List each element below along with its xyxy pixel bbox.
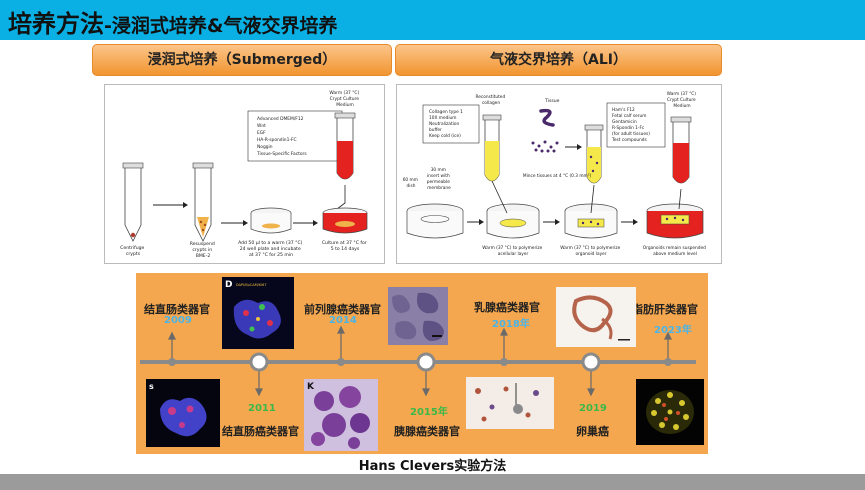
ali-tube-label: Warm (37 °C) Crypt Culture Medium [667,91,698,109]
svg-text:D: D [225,280,232,290]
media-item: EGF [257,130,266,136]
timeline-panel: 结直肠类器官 2009 前列腺癌类器官 2014 乳腺癌类器官 2018年 脂肪… [136,273,708,454]
culture-dish [322,207,368,234]
bottom-year-2015: 2015年 [410,407,448,418]
ali-step1: Warm (37 °C) to polymerize acellular lay… [482,245,543,257]
centrifuge-tube [122,162,144,242]
ali-list1: Collagen type 1 10X medium Neutralizatio… [429,109,464,139]
mince-label: Mince tissues at 4 °C (0.3 mm³) [523,173,592,179]
reconstituted-label: Reconstituted collagen [475,94,506,106]
submerged-title: 浸润式培养（Submerged） [92,44,392,76]
media-item: Noggin [257,144,273,150]
top-label-fattyliver: 脂肪肝类器官 [632,303,698,316]
bottom-label-ovarian: 卵巢癌 [576,425,609,438]
breast-organoid-image [556,287,636,347]
medium-tube [334,112,356,180]
media-item: HA-R-spondin1-FC [257,137,297,143]
empty-dish [406,203,464,239]
top-year-2009: 2009 [164,315,192,326]
media-item: Tissue-Specific Factors [256,151,307,157]
top-year-2023: 2023年 [654,325,692,336]
bottom-label-pancreatic: 胰腺癌类器官 [394,425,460,438]
colorectal-cancer-image: s [146,379,220,447]
bottom-label-colorectal-cancer: 结直肠癌类器官 [222,425,299,438]
title-main: 培养方法 [8,10,104,38]
timeline-nodes [168,352,672,372]
svg-text:K: K [307,382,315,392]
collagen-tube [482,114,502,182]
step-culture: Culture at 37 °C for 5 to 14 days [322,240,368,252]
media-list: Advanced DMEM/F12 Wnt EGF HA-R-spondin1-… [256,116,307,157]
header-bar: 培养方法-浸润式培养&气液交界培养 [0,0,865,40]
top-connectors [168,325,672,360]
timeline-axis-svg [140,325,696,397]
submerged-figure: Advanced DMEM/F12 Wnt EGF HA-R-spondin1-… [104,84,385,264]
acellular-dish [486,203,540,239]
top-year-2014: 2014 [329,315,357,326]
bme-tube [192,162,214,242]
tissue-icon [539,108,555,127]
svg-text:DAPI/EpCAM/Ki67: DAPI/EpCAM/Ki67 [236,283,267,287]
media-list-box [247,110,343,162]
well-dish [250,207,292,234]
top-label-prostate: 前列腺癌类器官 [304,303,381,316]
ali-step2: Warm (37 °C) to polymerize organoid laye… [560,245,621,257]
minced-tissue [531,140,559,153]
step-resuspend: Resuspend crypts in BME-2 [190,241,217,259]
top-label-breast: 乳腺癌类器官 [474,301,540,314]
pancreatic-tissue-image: K [304,379,378,451]
insert30-label: 30 mm insert with permeable membrane [427,167,451,191]
media-item: Advanced DMEM/F12 [257,116,304,122]
bottom-year-2011: 2011 [248,403,276,414]
ali-list2: Ham's F12 Fetal calf serum Gentamicin R-… [611,107,651,143]
tissue-label: Tissue [544,98,560,104]
ali-figure: Collagen type 1 10X medium Neutralizatio… [396,84,722,264]
bottom-year-2019: 2019 [579,403,607,414]
step-centrifuge: Centrifuge crypts [120,245,146,257]
fatty-liver-organoid-image [636,379,704,445]
step-add: Add 50 µl to a warm (37 °C) 24 well plat… [238,240,304,258]
organoid-tube [584,124,604,184]
top-year-2018: 2018年 [492,319,530,330]
bottom-connectors [255,369,595,397]
bottom-bar [0,474,865,490]
ali-culture-dish [646,203,704,239]
media-item: Wnt [257,123,266,129]
ali-title: 气液交界培养（ALI） [395,44,722,76]
page-title: 培养方法-浸润式培养&气液交界培养 [8,4,337,39]
ovarian-tissue-image [466,377,554,429]
ali-medium-tube [670,116,692,184]
dish60-label: 60 mm dish [403,177,420,189]
ali-step3: Organoids remain suspended above medium … [643,245,708,257]
colorectal-organoid-image: D DAPI/EpCAM/Ki67 [222,277,294,349]
title-sub: -浸润式培养&气液交界培养 [104,15,338,37]
footer-caption: Hans Clevers实验方法 [358,459,507,474]
prostate-tissue-image [388,287,448,345]
top-label-colorectal: 结直肠类器官 [144,303,210,316]
tube-label: Warm (37 °C) Crypt Culture Medium [329,90,360,108]
organoid-dish [564,203,618,239]
svg-text:s: s [149,382,154,391]
